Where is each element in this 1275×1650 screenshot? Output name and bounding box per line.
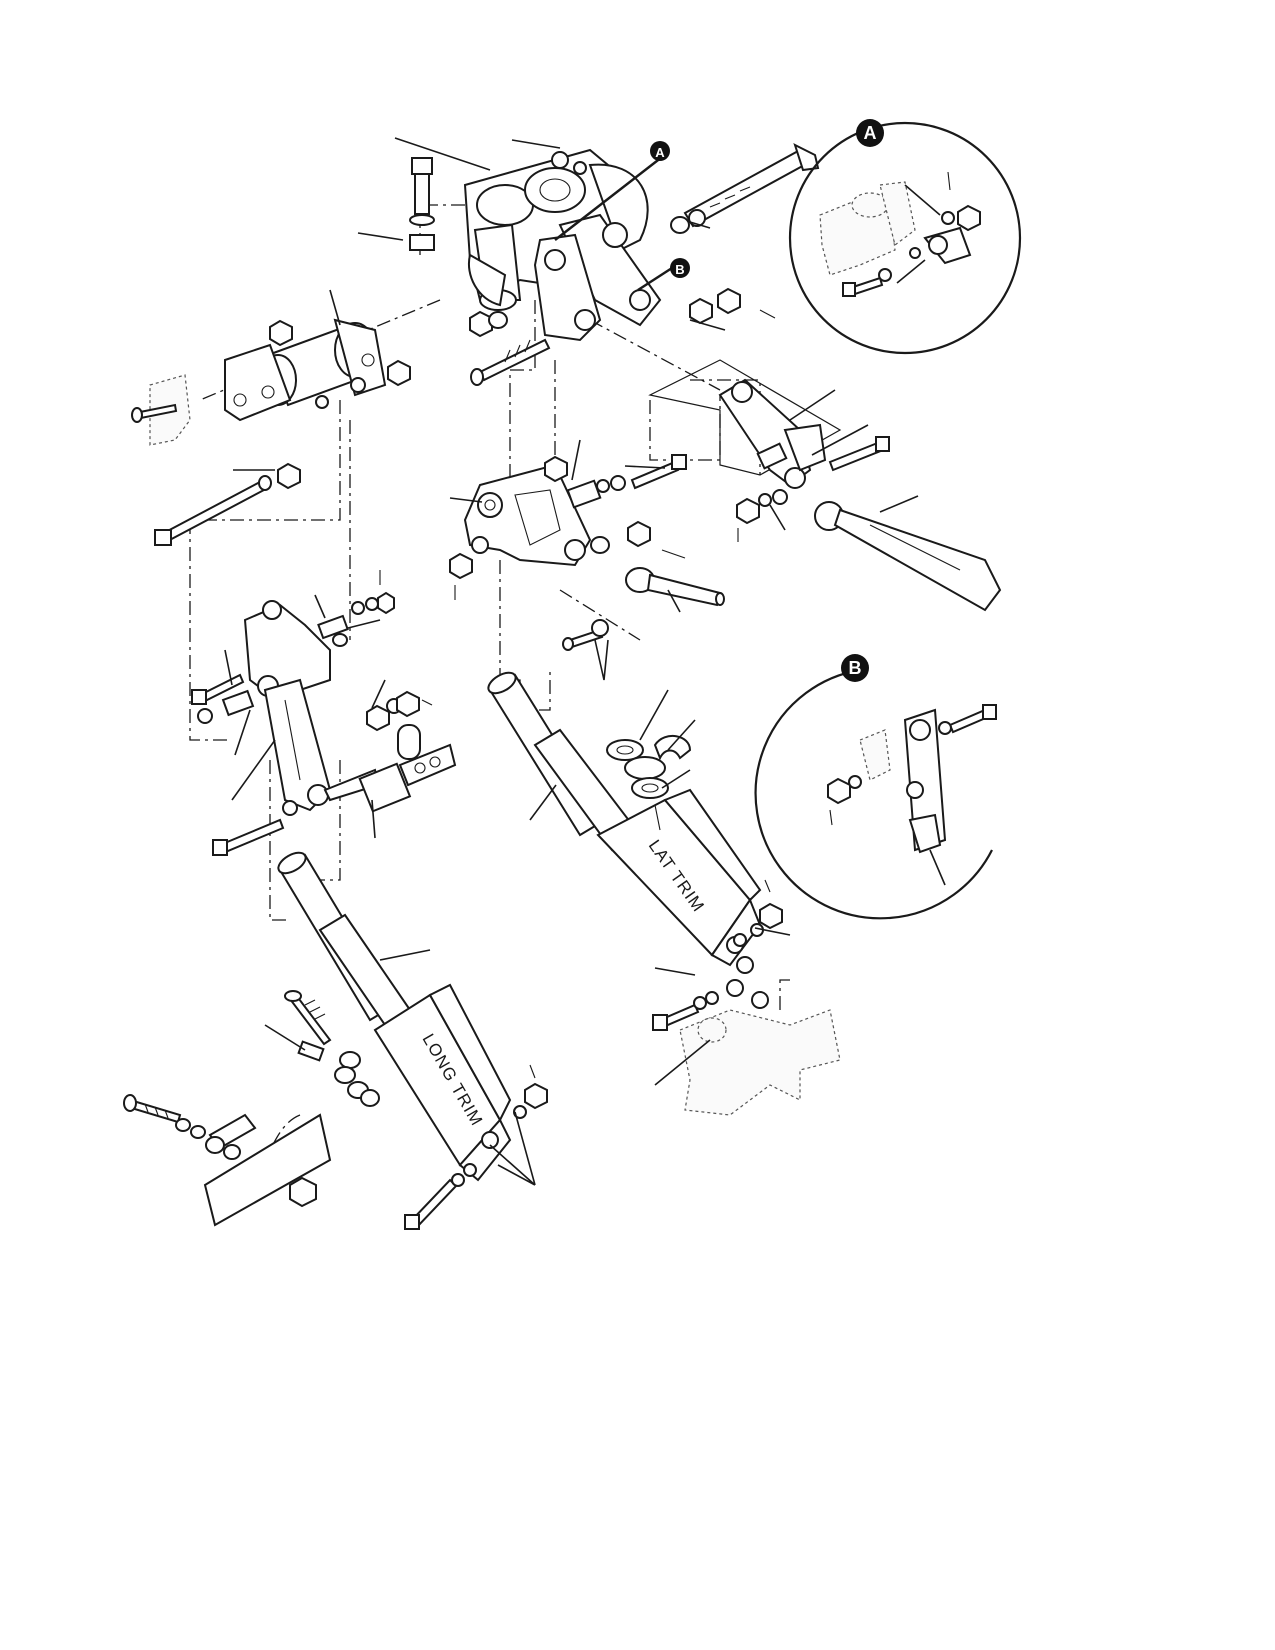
detail-a-badge: A (856, 119, 884, 147)
callout-ref-a[interactable]: A (650, 141, 670, 161)
long-bolt-upper-right (670, 143, 820, 234)
detail-a-badge-label: A (864, 123, 877, 143)
detail-view-a: A (788, 119, 1022, 355)
leader-lines (224, 137, 919, 1186)
mid-bellcrank (463, 463, 592, 567)
trim-control-rod (323, 690, 457, 813)
right-bellcrank (648, 359, 842, 489)
callout-ref-a-label: A (655, 145, 665, 160)
detail-view-b: B (754, 654, 997, 920)
callout-ref-b-label: B (675, 262, 684, 277)
housing-hardware (469, 287, 776, 338)
lat-trim-hardware (652, 879, 841, 1116)
housing-bolt (409, 157, 435, 251)
long-trim-actuator: LONG TRIM (277, 851, 512, 1182)
lat-trim-actuator: LAT TRIM (487, 671, 762, 967)
left-lower-hardware (191, 570, 395, 856)
detail-b-badge-label: B (849, 658, 862, 678)
left-torque-tube (224, 318, 387, 422)
callout-ref-b[interactable]: B (670, 258, 690, 278)
right-bellcrank-hardware (736, 436, 890, 542)
long-trim-hardware (123, 990, 548, 1230)
detail-b-badge: B (841, 654, 869, 682)
center-long-bolt (470, 338, 551, 386)
center-bellcrank-arms (533, 213, 662, 342)
left-tube-hardware (131, 319, 411, 546)
lat-trim-washers (606, 735, 692, 831)
right-control-rod (814, 501, 1002, 612)
center-rod-end (562, 567, 725, 651)
left-lower-bellcrank (243, 600, 332, 812)
